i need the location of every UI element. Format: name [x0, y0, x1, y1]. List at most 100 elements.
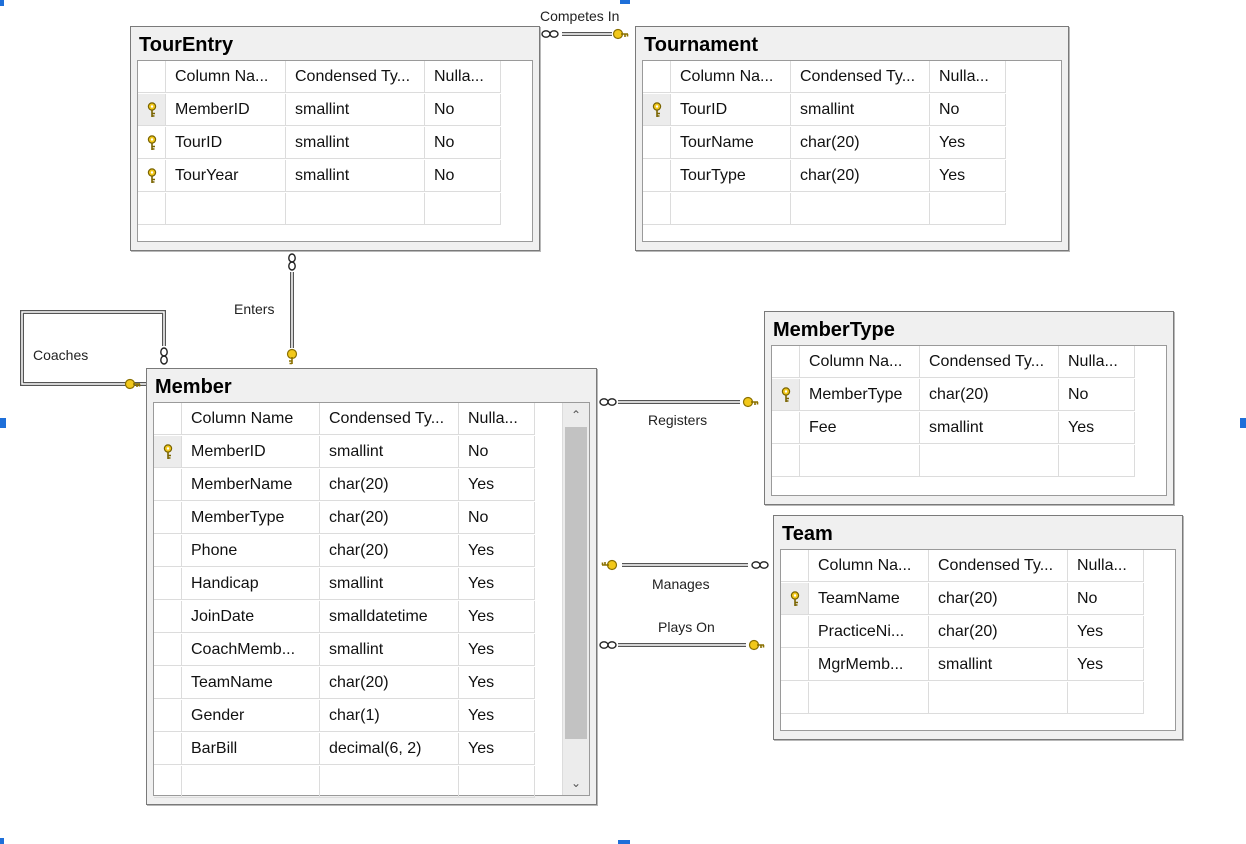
cell-condensed-type[interactable]: smallint: [320, 634, 459, 666]
row-selector[interactable]: [138, 94, 166, 126]
cell-nullable[interactable]: No: [459, 502, 535, 534]
column-row[interactable]: PracticeNi...char(20)Yes: [781, 616, 1175, 649]
cell-condensed-type[interactable]: char(20): [320, 667, 459, 699]
cell-column-name[interactable]: JoinDate: [182, 601, 320, 633]
cell-nullable[interactable]: Yes: [1068, 616, 1144, 648]
cell-condensed-type[interactable]: decimal(6, 2): [320, 733, 459, 765]
cell-column-name[interactable]: TeamName: [182, 667, 320, 699]
chevron-down-icon[interactable]: ⌄: [570, 776, 582, 790]
cell-condensed-type[interactable]: [929, 682, 1068, 714]
row-selector[interactable]: [772, 412, 800, 444]
vertical-scrollbar[interactable]: ⌃⌄: [562, 403, 589, 795]
cell-column-name[interactable]: Gender: [182, 700, 320, 732]
cell-column-name[interactable]: PracticeNi...: [809, 616, 929, 648]
column-row[interactable]: [643, 193, 1061, 226]
row-selector[interactable]: [781, 583, 809, 615]
cell-condensed-type[interactable]: [791, 193, 930, 225]
cell-column-name[interactable]: TourType: [671, 160, 791, 192]
cell-column-name[interactable]: MgrMemb...: [809, 649, 929, 681]
row-selector[interactable]: [154, 568, 182, 600]
cell-nullable[interactable]: Yes: [459, 667, 535, 699]
cell-condensed-type[interactable]: smallint: [286, 160, 425, 192]
cell-nullable[interactable]: Yes: [459, 568, 535, 600]
cell-column-name[interactable]: BarBill: [182, 733, 320, 765]
cell-column-name[interactable]: TourID: [166, 127, 286, 159]
cell-column-name[interactable]: MemberName: [182, 469, 320, 501]
row-selector[interactable]: [154, 700, 182, 732]
cell-condensed-type[interactable]: char(20): [929, 583, 1068, 615]
cell-column-name[interactable]: MemberID: [166, 94, 286, 126]
cell-condensed-type[interactable]: smallint: [286, 127, 425, 159]
row-selector[interactable]: [643, 160, 671, 192]
cell-nullable[interactable]: No: [1059, 379, 1135, 411]
cell-nullable[interactable]: No: [930, 94, 1006, 126]
column-grid[interactable]: Column Na...Condensed Ty...Nulla...TeamN…: [780, 549, 1176, 731]
row-selector[interactable]: [154, 733, 182, 765]
cell-nullable[interactable]: No: [459, 436, 535, 468]
row-selector[interactable]: [138, 127, 166, 159]
column-grid[interactable]: Column Na...Condensed Ty...Nulla...TourI…: [642, 60, 1062, 242]
cell-condensed-type[interactable]: char(20): [920, 379, 1059, 411]
column-row[interactable]: [772, 445, 1166, 478]
cell-nullable[interactable]: Yes: [459, 700, 535, 732]
row-selector[interactable]: [154, 469, 182, 501]
cell-condensed-type[interactable]: char(1): [320, 700, 459, 732]
cell-nullable[interactable]: [1059, 445, 1135, 477]
relationship-plays-on[interactable]: [599, 639, 765, 651]
table-title[interactable]: Member: [155, 376, 232, 398]
cell-condensed-type[interactable]: char(20): [320, 502, 459, 534]
column-row[interactable]: [781, 682, 1175, 715]
cell-condensed-type[interactable]: char(20): [320, 469, 459, 501]
table-title[interactable]: Team: [782, 523, 833, 545]
row-selector[interactable]: [643, 127, 671, 159]
cell-condensed-type[interactable]: smallint: [791, 94, 930, 126]
cell-column-name[interactable]: CoachMemb...: [182, 634, 320, 666]
row-selector[interactable]: [138, 160, 166, 192]
cell-column-name[interactable]: TourYear: [166, 160, 286, 192]
cell-column-name[interactable]: Phone: [182, 535, 320, 567]
cell-nullable[interactable]: Yes: [930, 160, 1006, 192]
row-selector[interactable]: [772, 445, 800, 477]
cell-condensed-type[interactable]: smalldatetime: [320, 601, 459, 633]
row-selector[interactable]: [154, 502, 182, 534]
cell-condensed-type[interactable]: [320, 766, 459, 798]
row-selector[interactable]: [781, 649, 809, 681]
column-row[interactable]: [154, 766, 589, 799]
cell-condensed-type[interactable]: char(20): [791, 160, 930, 192]
cell-nullable[interactable]: Yes: [459, 733, 535, 765]
cell-column-name[interactable]: TourID: [671, 94, 791, 126]
cell-condensed-type[interactable]: smallint: [920, 412, 1059, 444]
row-selector[interactable]: [643, 193, 671, 225]
cell-nullable[interactable]: [459, 766, 535, 798]
cell-nullable[interactable]: Yes: [1059, 412, 1135, 444]
row-selector[interactable]: [154, 667, 182, 699]
cell-condensed-type[interactable]: char(20): [929, 616, 1068, 648]
cell-column-name[interactable]: TourName: [671, 127, 791, 159]
cell-column-name[interactable]: [671, 193, 791, 225]
table-title[interactable]: MemberType: [773, 319, 895, 341]
scrollbar-thumb[interactable]: [565, 427, 587, 739]
column-row[interactable]: [138, 193, 532, 226]
cell-column-name[interactable]: MemberType: [800, 379, 920, 411]
cell-condensed-type[interactable]: smallint: [929, 649, 1068, 681]
row-selector[interactable]: [781, 682, 809, 714]
row-selector[interactable]: [772, 379, 800, 411]
row-selector[interactable]: [154, 436, 182, 468]
cell-nullable[interactable]: [425, 193, 501, 225]
relationship-registers[interactable]: [599, 396, 759, 408]
row-selector[interactable]: [643, 94, 671, 126]
